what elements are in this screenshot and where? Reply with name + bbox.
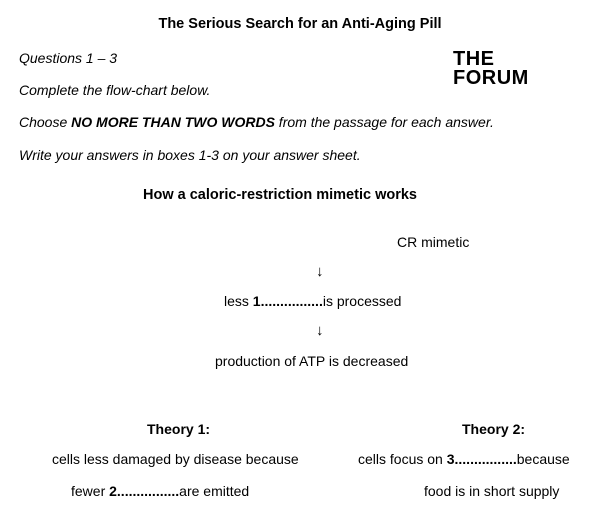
- flowchart-heading: How a caloric-restriction mimetic works: [143, 187, 417, 203]
- page-title: The Serious Search for an Anti-Aging Pil…: [158, 16, 442, 32]
- choose-pre: Choose: [19, 114, 72, 130]
- flow-arrow-2: ↓: [316, 322, 324, 339]
- blank-1-dots: ................: [260, 293, 323, 309]
- t2-post: because: [516, 451, 570, 467]
- choose-bold: NO MORE THAN TWO WORDS: [71, 114, 275, 130]
- write-instruction: Write your answers in boxes 1-3 on your …: [19, 147, 361, 163]
- flow-step-cr-mimetic: CR mimetic: [397, 234, 470, 250]
- choose-post: from the passage for each answer.: [274, 114, 494, 130]
- step2-pre: less: [224, 293, 253, 309]
- complete-instruction: Complete the flow-chart below.: [19, 82, 211, 98]
- blank-3-number: 3: [446, 451, 455, 467]
- flow-step-atp: production of ATP is decreased: [215, 353, 409, 369]
- theory2-line1: cells focus on 3................because: [358, 451, 570, 467]
- flow-step-less-processed: less 1................is processed: [224, 293, 401, 309]
- theory2-heading: Theory 2:: [462, 421, 526, 437]
- blank-2-number: 2: [109, 483, 117, 499]
- flow-arrow-1: ↓: [316, 263, 324, 280]
- theory2-line2: food is in short supply: [424, 483, 560, 499]
- step2-post: is processed: [322, 293, 402, 309]
- logo-line2: FORUM: [453, 67, 529, 89]
- logo-line1: THE: [453, 48, 495, 70]
- choose-instruction: Choose NO MORE THAN TWO WORDS from the p…: [19, 114, 494, 130]
- t1-post: are emitted: [179, 483, 250, 499]
- theory1-heading: Theory 1:: [147, 421, 211, 437]
- blank-2-dots: ................: [116, 483, 180, 499]
- questions-label: Questions 1 – 3: [19, 50, 118, 66]
- theory1-line2: fewer 2................are emitted: [71, 483, 249, 499]
- t2-pre: cells focus on: [358, 451, 447, 467]
- blank-1-number: 1: [252, 293, 261, 309]
- blank-3-dots: ................: [454, 451, 517, 467]
- the-forum-logo: THE FORUM: [453, 48, 529, 89]
- t1-pre: fewer: [71, 483, 110, 499]
- theory1-line1: cells less damaged by disease because: [52, 451, 299, 467]
